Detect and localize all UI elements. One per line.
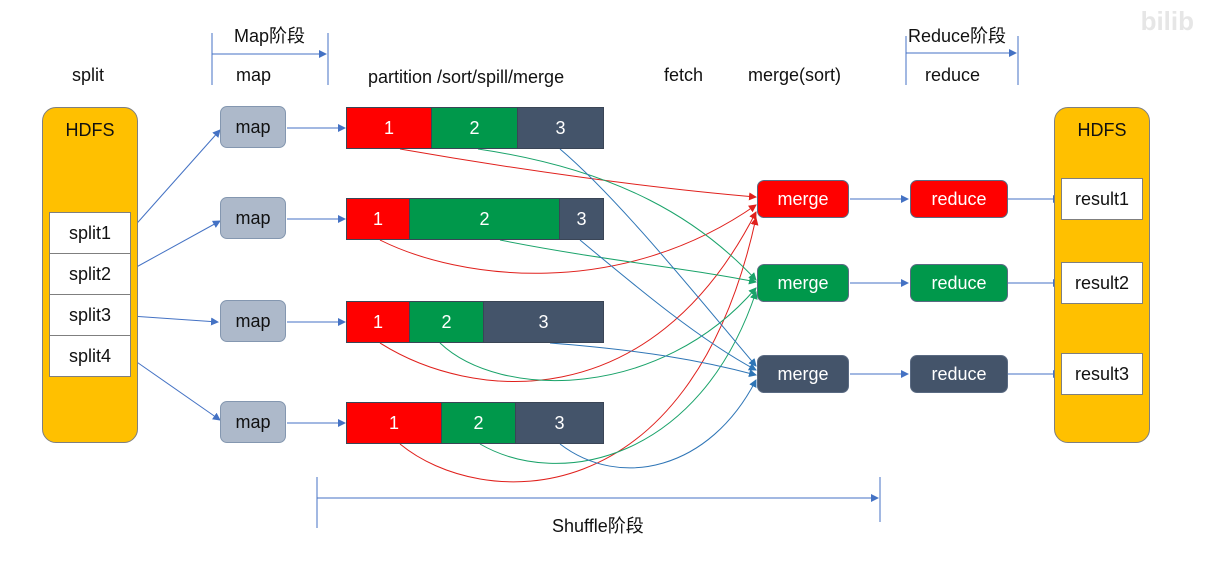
reduce-header: reduce — [925, 65, 981, 85]
partition-1: 1 — [347, 108, 431, 148]
spill-buffer: 1 2 3 — [346, 198, 604, 240]
spill-buffer: 1 2 3 — [346, 107, 604, 149]
spill-buffer: 1 2 3 — [346, 301, 604, 343]
partition-2: 2 — [441, 403, 515, 443]
map-to-buffer-arrows — [287, 124, 346, 427]
fetch-partition1-lines — [379, 148, 759, 483]
map-task: map — [220, 197, 286, 239]
reduce-phase-bracket — [905, 36, 1019, 85]
map-phase-label: Map阶段 — [234, 26, 306, 46]
partition-1: 1 — [347, 302, 409, 342]
partition-2: 2 — [431, 108, 517, 148]
result-box: result1 — [1061, 178, 1143, 220]
split-header: split — [72, 65, 105, 85]
merge-sort-header: merge(sort) — [748, 65, 842, 85]
partition-3: 3 — [515, 403, 603, 443]
merge-reduce-result-arrows — [850, 195, 1061, 378]
partition-3: 3 — [483, 302, 603, 342]
reduce-phase-label: Reduce阶段 — [908, 26, 1007, 46]
result-box: result3 — [1061, 353, 1143, 395]
merge-node-3: merge — [757, 355, 849, 393]
shuffle-phase-bracket — [316, 477, 881, 528]
split-box: split2 — [49, 253, 131, 295]
split-to-map-arrows — [130, 129, 221, 421]
map-task: map — [220, 106, 286, 148]
merge-node-2: merge — [757, 264, 849, 302]
partition-3: 3 — [559, 199, 603, 239]
map-header: map — [236, 65, 272, 85]
result-box: result2 — [1061, 262, 1143, 304]
hdfs-input-title: HDFS — [65, 120, 115, 140]
fetch-partition3-lines — [549, 148, 757, 469]
partition-3: 3 — [517, 108, 603, 148]
merge-node-1: merge — [757, 180, 849, 218]
hdfs-output-title: HDFS — [1077, 120, 1127, 140]
split-box: split1 — [49, 212, 131, 254]
fetch-header: fetch — [664, 65, 704, 85]
split-box: split3 — [49, 294, 131, 336]
map-phase-bracket — [211, 33, 329, 85]
watermark-logo: bilib — [1140, 6, 1194, 36]
shuffle-phase-label: Shuffle阶段 — [552, 516, 644, 536]
partition-header: partition /sort/spill/merge — [368, 67, 565, 87]
partition-2: 2 — [409, 199, 559, 239]
map-task: map — [220, 300, 286, 342]
spill-buffer: 1 2 3 — [346, 402, 604, 444]
split-box: split4 — [49, 335, 131, 377]
partition-1: 1 — [347, 403, 441, 443]
reduce-node-1: reduce — [910, 180, 1008, 218]
partition-1: 1 — [347, 199, 409, 239]
fetch-partition2-lines — [439, 148, 758, 464]
reduce-node-2: reduce — [910, 264, 1008, 302]
map-task: map — [220, 401, 286, 443]
reduce-node-3: reduce — [910, 355, 1008, 393]
partition-2: 2 — [409, 302, 483, 342]
